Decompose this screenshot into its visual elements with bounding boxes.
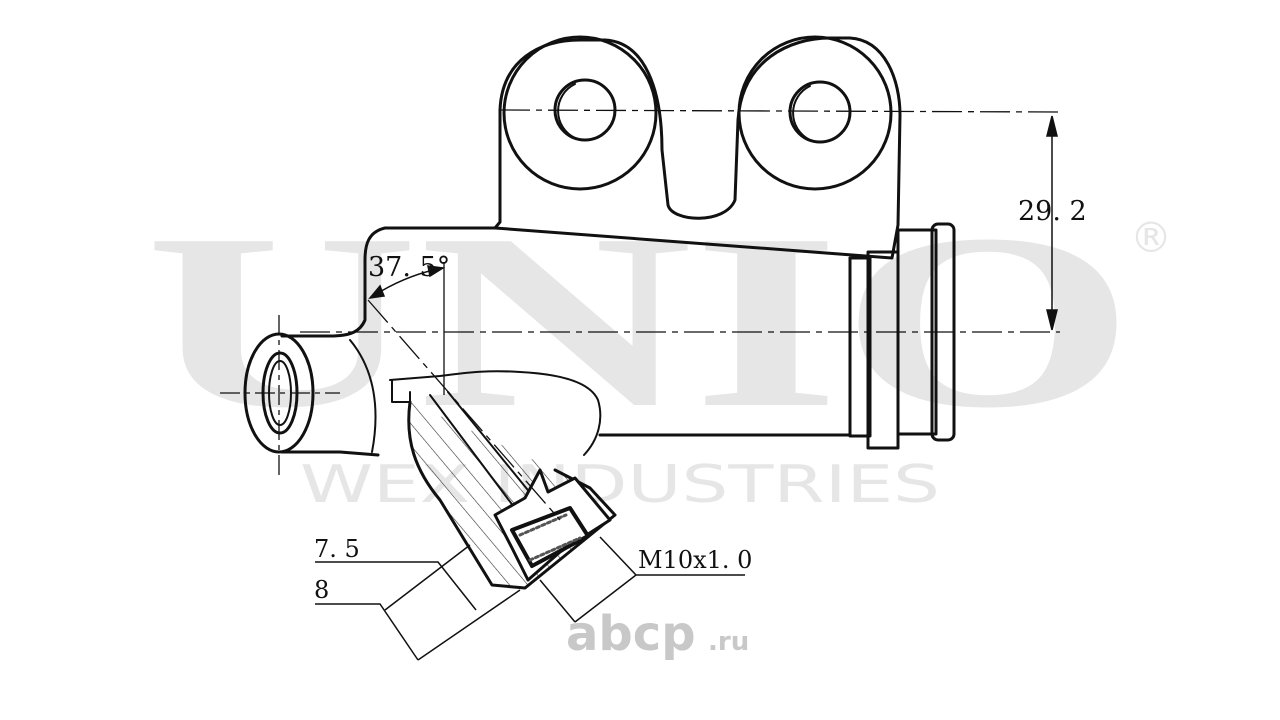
bleed-port-section (389, 370, 617, 590)
site-watermark-tld: .ru (708, 627, 749, 657)
site-watermark: abcp .ru (566, 606, 749, 662)
dimension-lines (315, 115, 1058, 661)
dim-depth-a: 7. 5 (314, 535, 360, 563)
dim-port-angle: 37. 5° (368, 252, 450, 283)
site-watermark-name: abcp (566, 606, 696, 662)
dim-thread: M10x1. 0 (638, 546, 752, 574)
center-lines (220, 109, 1061, 521)
dim-mount-spacing: 29. 2 (1018, 196, 1087, 227)
watermark: UNIO ® WEX INDUSTRIES (145, 183, 1172, 515)
mounting-bracket (493, 35, 902, 260)
dim-depth-b: 8 (314, 576, 329, 604)
watermark-registered: ® (1130, 213, 1172, 262)
watermark-company: WEX INDUSTRIES (300, 455, 940, 515)
